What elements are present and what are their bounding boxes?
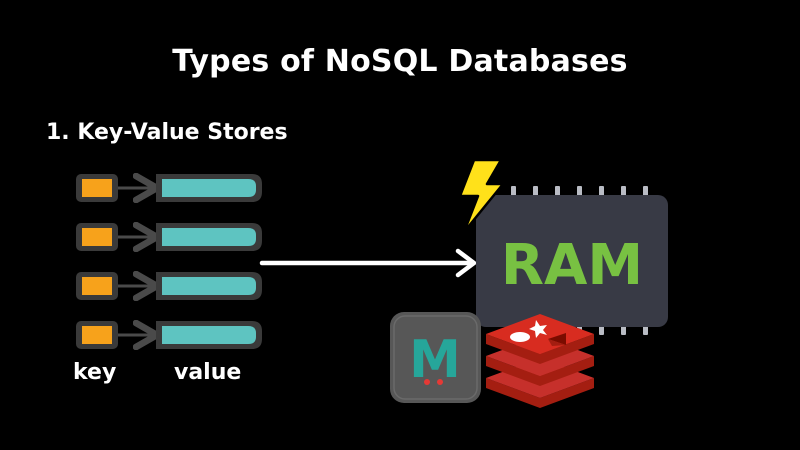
section-heading: 1. Key-Value Stores [46, 120, 288, 145]
value-block [162, 228, 256, 246]
memcached-logo: M [390, 312, 481, 403]
key-block [82, 179, 112, 197]
ram-chip-icon: RAM [476, 186, 668, 335]
value-block [162, 179, 256, 197]
kv-rows [76, 174, 262, 349]
kv-row [76, 174, 262, 202]
redis-logo [486, 314, 594, 408]
key-block [82, 326, 112, 344]
lightning-bolt-icon [458, 158, 505, 234]
arrow-right-icon [259, 248, 477, 278]
key-label: key [73, 360, 117, 385]
key-block [82, 277, 112, 295]
kv-row [76, 321, 262, 349]
ram-label: RAM [501, 233, 643, 298]
memcached-letter: M [409, 330, 461, 390]
page-title: Types of NoSQL Databases [172, 44, 628, 79]
value-block [162, 277, 256, 295]
value-label: value [174, 360, 242, 385]
value-block [162, 326, 256, 344]
kv-row [76, 272, 262, 300]
key-block [82, 228, 112, 246]
kv-row [76, 223, 262, 251]
